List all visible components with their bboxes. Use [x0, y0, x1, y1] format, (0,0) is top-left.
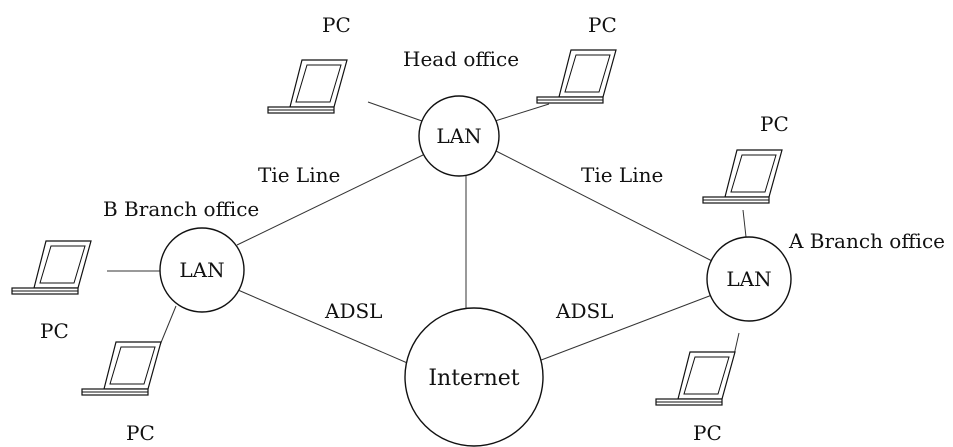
link-adsl-right: [535, 294, 713, 363]
pc-head-right-label: PC: [588, 13, 617, 37]
adsl-left-label: ADSL: [324, 299, 382, 323]
internet-node: [404, 307, 544, 447]
pc-b-bottom-label: PC: [126, 421, 155, 445]
link-a-pc-top: [742, 209, 747, 238]
pc-b-bottom-laptop-icon: [81, 341, 162, 396]
a-branch-lan-node: [706, 236, 792, 322]
pc-a-top-label: PC: [760, 112, 789, 136]
tie-line-left-label: Tie Line: [258, 163, 340, 187]
head-office-lan-node: [418, 95, 500, 177]
link-head-pc-right: [494, 103, 550, 122]
pc-head-left-label: PC: [322, 13, 351, 37]
head-office-lan-label: LAN: [436, 124, 481, 148]
a-branch-lan-label: LAN: [726, 267, 771, 291]
pc-head-right-laptop-icon: [536, 49, 617, 104]
pc-a-bottom-label: PC: [693, 421, 722, 445]
pc-b-left-laptop-icon: [11, 240, 92, 295]
link-tie-line-right: [495, 150, 715, 263]
link-a-pc-bottom: [733, 332, 740, 356]
head-office-label: Head office: [403, 47, 519, 71]
pc-b-left-label: PC: [40, 319, 69, 343]
link-tie-line-left: [236, 154, 424, 246]
b-branch-office-label: B Branch office: [103, 197, 259, 221]
adsl-right-label: ADSL: [555, 299, 613, 323]
internet-label: Internet: [428, 366, 519, 391]
pc-a-top-laptop-icon: [702, 149, 783, 204]
a-branch-office-label: A Branch office: [788, 229, 945, 253]
b-branch-lan-node: [159, 227, 245, 313]
link-adsl-left: [237, 289, 413, 366]
pc-a-bottom-laptop-icon: [655, 351, 736, 406]
b-branch-lan-label: LAN: [179, 258, 224, 282]
link-b-pc-bottom: [159, 305, 177, 346]
tie-line-right-label: Tie Line: [581, 163, 663, 187]
pc-head-left-laptop-icon: [267, 59, 348, 114]
link-head-pc-left: [367, 101, 423, 122]
